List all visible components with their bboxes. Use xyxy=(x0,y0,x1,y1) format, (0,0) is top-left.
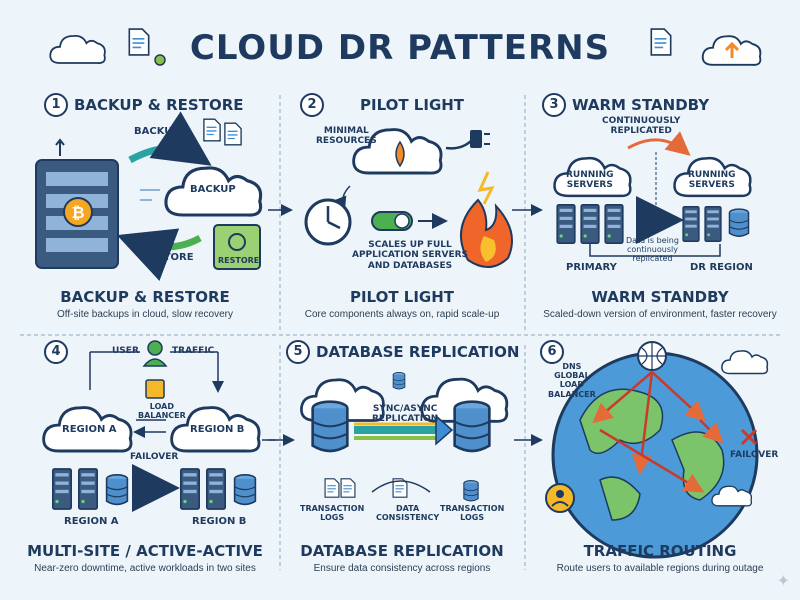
caption-5-title: DATABASE REPLICATION xyxy=(300,542,504,560)
continuously-replicated-label: CONTINUOUSLY REPLICATED xyxy=(602,116,681,137)
user-label: USER xyxy=(112,346,139,356)
transaction-logs-right-label: TRANSACTION LOGS xyxy=(440,504,505,523)
step-number-2: 2 xyxy=(300,93,324,117)
panel-warm-standby-art xyxy=(553,131,752,257)
backup-arrow-label: BACKUP xyxy=(134,126,180,137)
region-b-cloud-label: REGION B xyxy=(190,424,245,435)
step-number-1: 1 xyxy=(44,93,68,117)
panel-traffic-routing-art xyxy=(545,341,769,559)
step-number-5: 5 xyxy=(286,340,310,364)
flow-connectors xyxy=(268,204,543,446)
panel-backup-restore-art: ₿ xyxy=(35,111,263,281)
panel-5-title: DATABASE REPLICATION xyxy=(316,343,520,361)
title-decor-left xyxy=(49,28,166,66)
step-number-3: 3 xyxy=(542,93,566,117)
data-consistency-label: DATA CONSISTENCY xyxy=(376,504,440,523)
title-decor-right xyxy=(650,28,762,66)
panel-multi-site-art xyxy=(42,340,276,512)
dr-region-label: DR REGION xyxy=(690,262,753,273)
traffic-label: TRAFFIC xyxy=(172,346,215,356)
caption-1-title: BACKUP & RESTORE xyxy=(60,288,230,306)
panel-2-title: PILOT LIGHT xyxy=(360,96,465,114)
failover-label: FAILOVER xyxy=(130,452,179,462)
panel-pilot-light-art xyxy=(304,128,513,268)
dns-global-lb-label: DNS GLOBAL LOAD BALANCER xyxy=(548,362,596,399)
region-a-label: REGION A xyxy=(64,516,119,527)
panel-3-heading: 3 WARM STANDBY xyxy=(542,93,709,117)
page-title: CLOUD DR PATTERNS xyxy=(189,28,611,68)
panel-separators xyxy=(20,95,780,570)
caption-1-sub: Off-site backups in cloud, slow recovery xyxy=(56,309,233,320)
panel-4-heading: 4 xyxy=(44,340,68,364)
caption-4-sub: Near-zero downtime, active workloads in … xyxy=(34,563,256,574)
routing-failover-label: FAILOVER xyxy=(730,450,779,460)
sparkle-icon: ✦ xyxy=(776,571,790,590)
step-number-4: 4 xyxy=(44,340,68,364)
panel-1-title: BACKUP & RESTORE xyxy=(74,96,244,114)
region-a-cloud-label: REGION A xyxy=(62,424,117,435)
panel-1-heading: 1 BACKUP & RESTORE xyxy=(44,93,244,117)
backup-cloud-label: BACKUP xyxy=(190,184,236,195)
restore-arrow-label: RESTORE xyxy=(142,252,194,263)
minimal-resources-label: MINIMAL RESOURCES xyxy=(316,126,377,147)
caption-5-sub: Ensure data consistency across regions xyxy=(313,563,491,574)
caption-6-title: TRAFFIC ROUTING xyxy=(583,542,737,560)
panel-db-replication-art xyxy=(300,372,509,502)
caption-6-sub: Route users to available regions during … xyxy=(556,563,764,574)
restore-box-label: RESTORE xyxy=(218,256,260,265)
caption-3-sub: Scaled-down version of environment, fast… xyxy=(543,309,777,320)
caption-2-sub: Core components always on, rapid scale-u… xyxy=(304,309,500,320)
data-being-replicated-label: Data is being continuously replicated xyxy=(626,236,679,264)
svg-text:₿: ₿ xyxy=(71,203,84,222)
caption-4-title: MULTI-SITE / ACTIVE-ACTIVE xyxy=(27,542,263,560)
sync-async-label: SYNC/ASYNC REPLICATION xyxy=(372,404,439,425)
caption-3-title: WARM STANDBY xyxy=(591,288,729,306)
panel-2-heading: 2 PILOT LIGHT xyxy=(300,93,464,117)
running-servers-right-label: RUNNING SERVERS xyxy=(688,170,736,191)
running-servers-left-label: RUNNING SERVERS xyxy=(566,170,614,191)
region-b-label: REGION B xyxy=(192,516,247,527)
panel-5-heading: 5 DATABASE REPLICATION xyxy=(286,340,519,364)
panel-6-heading: 6 xyxy=(540,340,564,364)
transaction-logs-left-label: TRANSACTION LOGS xyxy=(300,504,365,523)
load-balancer-label: LOAD BALANCER xyxy=(138,402,186,421)
step-number-6: 6 xyxy=(540,340,564,364)
primary-label: PRIMARY xyxy=(566,262,617,273)
scales-up-label: SCALES UP FULL APPLICATION SERVERS AND D… xyxy=(352,240,469,271)
panel-3-title: WARM STANDBY xyxy=(572,96,710,114)
caption-2-title: PILOT LIGHT xyxy=(349,288,455,306)
